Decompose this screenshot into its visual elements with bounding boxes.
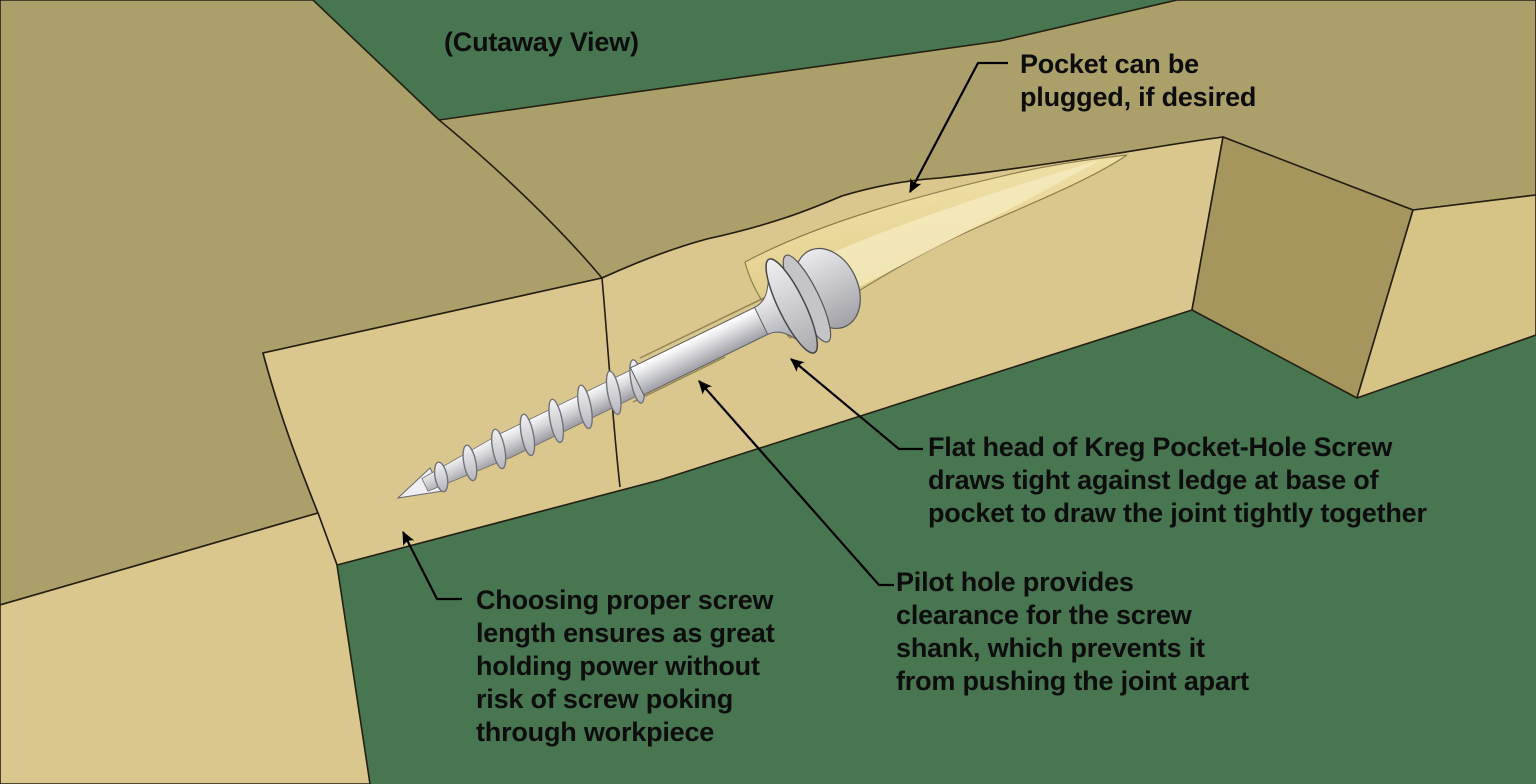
screw-washer-face [765,258,819,354]
wood-front-left-face [0,512,371,784]
joint-line-top [438,119,603,279]
screw-length-annotation: Choosing proper screw length ensures as … [476,585,775,747]
pocket-bore-highlight [790,160,1100,310]
pocket-hole-screw [396,247,861,499]
pilot-hole-annotation: Pilot hole provides clearance for the sc… [896,567,1249,696]
wood-leg-face [1356,194,1536,399]
pilot-hole-line-lower [632,356,726,403]
cutaway-view-title: (Cutaway View) [444,27,639,57]
flat-head-annotation: Flat head of Kreg Pocket-Hole Screw draw… [928,432,1427,528]
leader-flat-head [790,358,923,451]
leader-pilot-hole [698,380,894,587]
leader-pocket-plug [909,61,1008,194]
pocket-plug-annotation: Pocket can be plugged, if desired [1020,49,1257,112]
leader-screw-length [402,530,462,601]
screw-threads [433,359,646,493]
pilot-hole-line-upper [639,294,771,359]
